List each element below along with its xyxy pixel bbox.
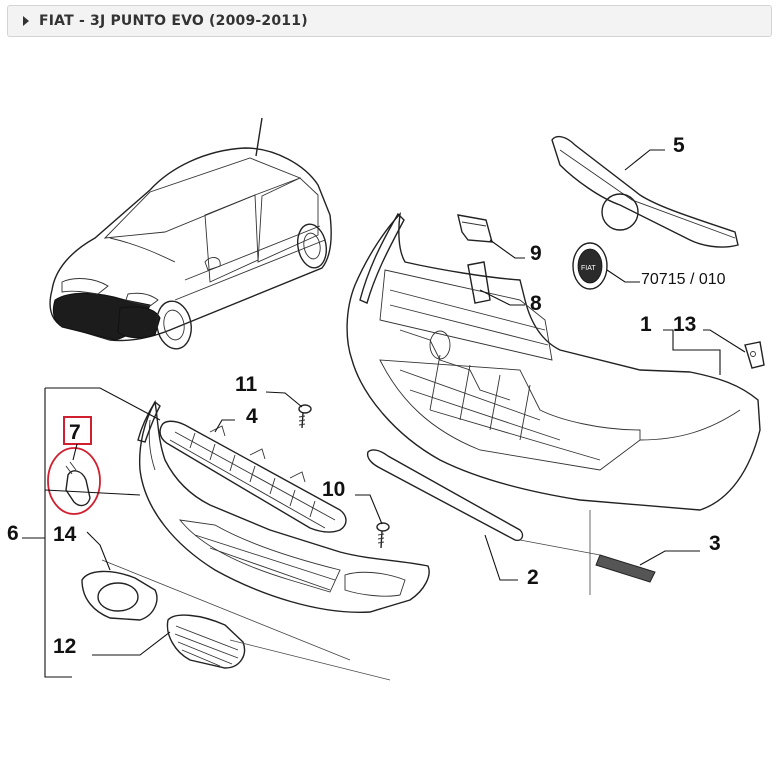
part-12-side-grille[interactable] (166, 614, 246, 669)
part-10-screw[interactable] (376, 522, 390, 549)
callout-14[interactable]: 14 (53, 523, 77, 546)
callout-9[interactable]: 9 (530, 242, 542, 265)
part-3-absorber[interactable] (595, 554, 656, 583)
part-9-bracket[interactable] (457, 214, 493, 243)
part-14-fog-bezel[interactable] (81, 570, 158, 621)
part-11-screw[interactable] (298, 404, 312, 429)
callout-12[interactable]: 12 (53, 635, 76, 658)
highlight-box (63, 416, 92, 445)
part-70715-emblem[interactable]: FIAT (572, 242, 608, 290)
car-illustration (49, 117, 332, 350)
callout-5[interactable]: 5 (673, 134, 685, 157)
part-7-cover-cap[interactable] (65, 461, 91, 507)
part-13-clip[interactable] (744, 341, 765, 369)
catalog-header[interactable]: FIAT - 3J PUNTO EVO (2009-2011) (7, 5, 772, 37)
part-2-trim-strip[interactable] (366, 449, 524, 542)
callout-3[interactable]: 3 (709, 532, 721, 555)
callout-13[interactable]: 13 (673, 313, 696, 336)
part-5-upper-grille[interactable] (551, 135, 739, 248)
svg-text:FIAT: FIAT (581, 265, 596, 272)
callout-4[interactable]: 4 (246, 405, 258, 428)
callout-emblem-ref[interactable]: 70715 / 010 (641, 271, 726, 288)
callout-7[interactable]: 7 (69, 421, 81, 444)
callout-1[interactable]: 1 (640, 313, 652, 336)
part-8-plate[interactable] (467, 261, 491, 304)
part-1-front-bumper[interactable] (346, 211, 761, 511)
expand-arrow-icon[interactable] (23, 16, 29, 26)
callout-6[interactable]: 6 (7, 522, 19, 545)
callout-11[interactable]: 11 (235, 373, 258, 396)
callout-2[interactable]: 2 (527, 566, 539, 589)
callout-8[interactable]: 8 (530, 292, 542, 315)
catalog-title: FIAT - 3J PUNTO EVO (2009-2011) (39, 13, 308, 29)
part-4-lower-grille[interactable] (159, 420, 347, 533)
highlight-circle (47, 447, 101, 515)
callout-10[interactable]: 10 (322, 478, 345, 501)
part-6-lower-bumper[interactable] (137, 399, 430, 613)
